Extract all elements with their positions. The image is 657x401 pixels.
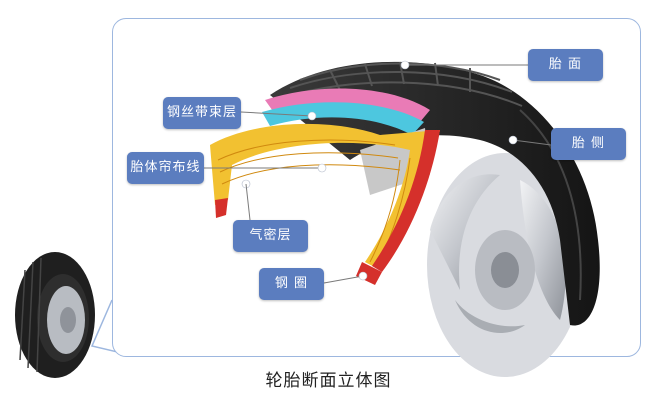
label-steel-belt: 钢丝带束层: [163, 97, 241, 129]
rim-illustration: [427, 153, 583, 377]
label-sidewall: 胎 侧: [551, 128, 626, 160]
tire-thumbnail-icon: [15, 252, 95, 378]
label-bead: 钢 圈: [259, 268, 324, 300]
tire-cross-section-icon: [204, 60, 600, 377]
belt-pink-layer: [265, 88, 430, 122]
label-carcass-ply: 胎体帘布线: [127, 152, 204, 184]
label-inner-liner: 气密层: [233, 220, 308, 252]
label-tread: 胎 面: [528, 49, 603, 81]
belt-cyan-layer: [262, 102, 424, 135]
inner-liner-layer: [372, 130, 440, 272]
cutaway-layers: [210, 88, 440, 285]
diagram-caption: 轮胎断面立体图: [265, 371, 392, 391]
bead-layer: [356, 262, 382, 285]
tire-body: [270, 61, 600, 326]
leader-lines: [204, 60, 552, 284]
